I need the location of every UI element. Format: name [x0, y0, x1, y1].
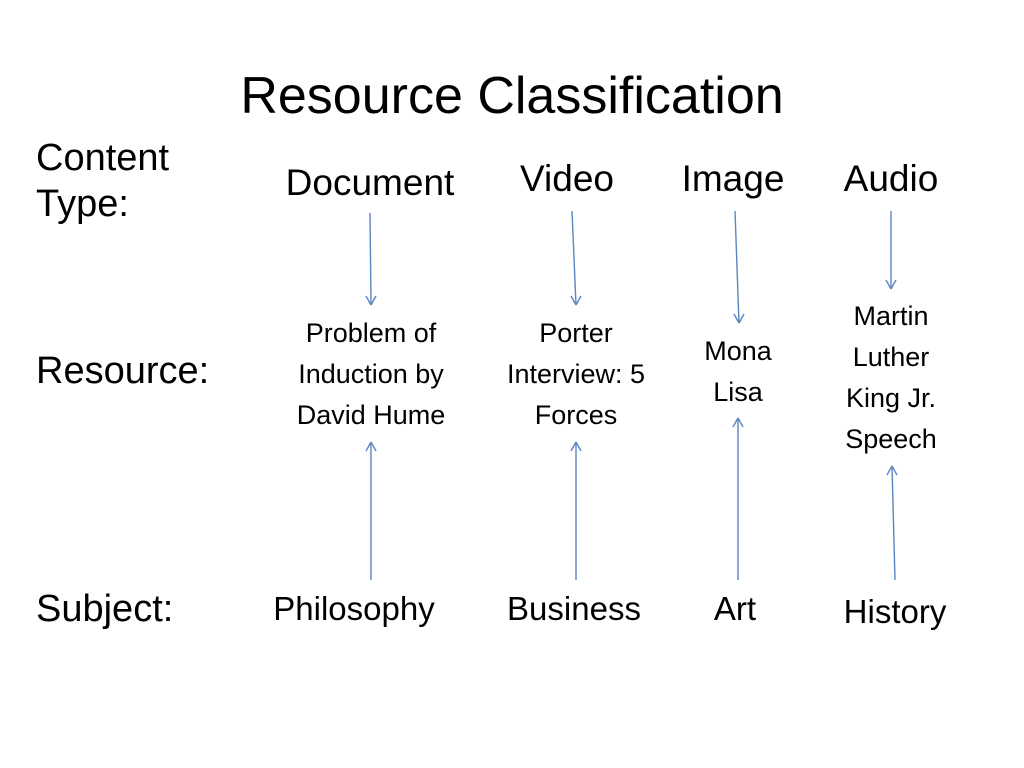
- arrow-history-to-resource: [886, 465, 898, 581]
- arrow-video-to-resource: [570, 210, 582, 306]
- arrow-business-to-resource: [570, 441, 582, 580]
- arrow-document-to-resource: [365, 212, 377, 306]
- subject-business: Business: [507, 590, 641, 627]
- arrow-philosophy-to-resource: [365, 441, 377, 580]
- arrow-art-to-resource: [732, 417, 744, 580]
- row-label-subject: Subject:: [36, 588, 174, 630]
- content-type-audio: Audio: [843, 158, 939, 199]
- resource-video: Porter Interview: 5 Forces: [506, 318, 646, 430]
- content-type-image: Image: [681, 158, 785, 199]
- resource-audio: Martin Luther King Jr. Speech: [845, 301, 937, 454]
- content-type-video: Video: [520, 158, 614, 199]
- content-type-document: Document: [285, 162, 455, 203]
- subject-art: Art: [713, 590, 757, 627]
- subject-philosophy: Philosophy: [273, 590, 435, 627]
- slide-title: Resource Classification: [240, 67, 784, 125]
- row-label-resource: Resource:: [36, 350, 210, 392]
- resource-image: Mona Lisa: [704, 336, 772, 407]
- resource-document: Problem of Induction by David Hume: [296, 318, 446, 430]
- subject-history: History: [843, 593, 947, 630]
- arrow-audio-to-resource: [885, 211, 897, 290]
- row-label-content-type: Content Type:: [36, 137, 170, 225]
- arrow-image-to-resource: [733, 210, 745, 324]
